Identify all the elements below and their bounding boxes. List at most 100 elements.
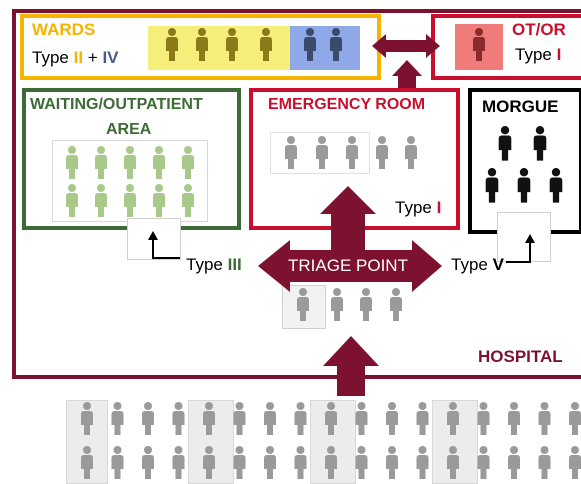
crowd-person-icon — [233, 402, 246, 435]
crowd-person-icon — [386, 446, 398, 479]
crowd-person-icon — [264, 446, 276, 479]
crowd-person-icon — [477, 402, 490, 435]
crowd-person-icon — [203, 402, 215, 435]
crowd-person-icon — [416, 402, 429, 435]
er-patient-icon — [285, 136, 297, 169]
er-patient-icon — [405, 136, 417, 169]
crowd-person-icon — [355, 446, 368, 479]
crowd-person-icon — [325, 402, 337, 435]
type-3-roman: III — [227, 255, 242, 274]
ward-patient-icon — [304, 28, 316, 61]
wards-patients-blue-highlight — [290, 26, 360, 70]
wards-ot-double-arrow — [372, 34, 440, 58]
crowd-person-icon — [233, 446, 246, 479]
waiting-patient-icon — [95, 146, 107, 179]
waiting-patient-icon — [153, 146, 165, 179]
wards-type-prefix: Type — [32, 48, 69, 67]
waiting-patient-icon — [95, 184, 107, 217]
ward-patient-icon — [260, 28, 272, 61]
triage-point-label: TRIAGE POINT — [288, 256, 408, 275]
ot-or-type-roman: I — [556, 45, 562, 64]
ward-patient-icon — [196, 28, 208, 61]
waiting-patient-icon — [182, 184, 194, 217]
emergency-type-label: Type I — [395, 198, 441, 218]
ward-patient-icon — [166, 28, 178, 61]
emergency-type-prefix: Type — [395, 198, 432, 217]
triage-patient-icon — [390, 288, 402, 321]
crowd-person-icon — [447, 402, 459, 435]
waiting-patient-icon — [66, 184, 78, 217]
type-5-connector — [506, 240, 531, 263]
er-patient-icon — [346, 136, 358, 169]
ward-patient-icon — [330, 28, 342, 61]
crowd-entry-arrow — [323, 336, 379, 396]
crowd-person-icon — [294, 402, 307, 435]
type-5-arrowhead — [525, 234, 535, 243]
ward-patient-icon — [226, 28, 238, 61]
wards-type-roman-4: IV — [102, 48, 119, 67]
crowd-person-icon — [447, 446, 459, 479]
crowd-person-icon — [142, 446, 154, 479]
emergency-room-title: EMERGENCY ROOM — [268, 96, 426, 113]
ot-or-type-prefix: Type — [515, 45, 552, 64]
morgue-body-icon — [517, 168, 531, 203]
crowd-person-icon — [81, 446, 93, 479]
waiting-patient-icon — [182, 146, 194, 179]
waiting-patient-icon — [124, 184, 136, 217]
crowd-person-icon — [172, 446, 185, 479]
type-5-label: Type V — [451, 255, 504, 275]
morgue-title: MORGUE — [482, 97, 559, 116]
crowd-person-icon — [386, 402, 398, 435]
crowd-person-icon — [569, 402, 581, 435]
crowd-person-icon — [325, 446, 337, 479]
type-3-connector — [152, 236, 180, 259]
crowd-person-icon — [81, 402, 93, 435]
morgue-entry-panel — [497, 212, 551, 262]
crowd-person-icon — [294, 446, 307, 479]
emergency-type-roman: I — [436, 198, 442, 217]
er-to-ot-up-arrow — [392, 60, 422, 88]
crowd-person-icon — [203, 446, 215, 479]
type-5-roman: V — [492, 255, 504, 274]
crowd-person-icon — [538, 446, 551, 479]
morgue-body-icon — [498, 126, 512, 161]
crowd-person-icon — [111, 402, 124, 435]
crowd-person-icon — [508, 446, 520, 479]
crowd-person-icon — [538, 402, 551, 435]
waiting-area-title-line1: WAITING/OUTPATIENT — [30, 96, 203, 113]
crowd-person-icon — [111, 446, 124, 479]
waiting-patient-icon — [124, 146, 136, 179]
crowd-person-icon — [142, 402, 154, 435]
ot-or-type-label: Type I — [515, 45, 561, 65]
triage-four-way-arrow — [258, 186, 442, 292]
triage-patient-icon — [360, 288, 372, 321]
morgue-body-icon — [549, 168, 563, 203]
wards-type-roman-2: II — [73, 48, 84, 67]
type-3-arrowhead — [148, 231, 158, 240]
triage-patient-icon — [297, 288, 309, 321]
morgue-body-icon — [533, 126, 547, 161]
hospital-label: HOSPITAL — [478, 347, 563, 366]
crowd-person-icon — [569, 446, 581, 479]
hospital-boundary — [12, 9, 581, 379]
waiting-patient-icon — [153, 184, 165, 217]
type-5-prefix: Type — [451, 255, 488, 274]
wards-title: WARDS — [32, 20, 96, 39]
ot-or-title: OT/OR — [512, 20, 566, 39]
wards-type-plus: + — [87, 48, 98, 67]
crowd-person-icon — [416, 446, 429, 479]
crowd-person-icon — [477, 446, 490, 479]
triage-patient-icon — [331, 288, 343, 321]
er-patient-icon — [376, 136, 388, 169]
er-patient-icon — [316, 136, 328, 169]
crowd-person-icon — [172, 402, 185, 435]
crowd-person-icon — [508, 402, 520, 435]
type-3-prefix: Type — [186, 255, 223, 274]
morgue-body-icon — [485, 168, 499, 203]
crowd-person-icon — [264, 402, 276, 435]
waiting-area-title-line2: AREA — [106, 121, 152, 138]
ot-patient-icon — [473, 28, 485, 61]
wards-type-label: Type II + IV — [32, 48, 119, 68]
